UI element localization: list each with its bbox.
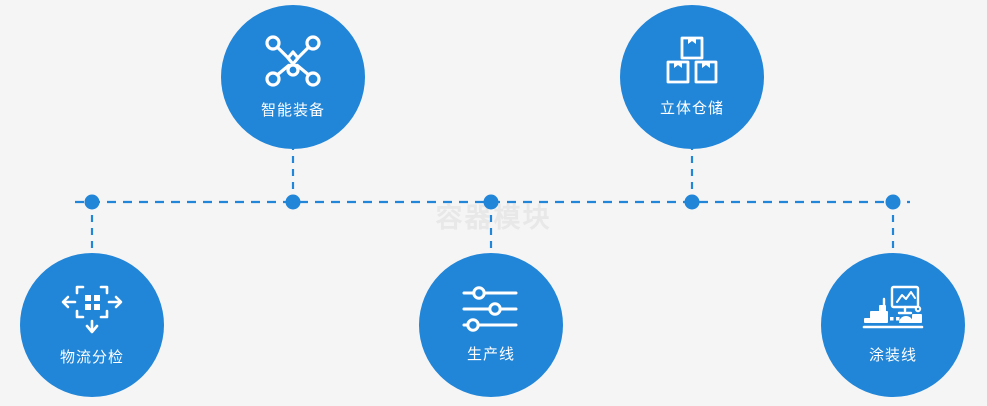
node-smart-equipment[interactable] xyxy=(285,194,301,210)
circle-smart-equipment[interactable]: 智能装备 xyxy=(221,5,365,149)
circle-production-line[interactable]: 生产线 xyxy=(419,253,563,397)
node-production-line[interactable] xyxy=(483,194,499,210)
label-logistics-sorting: 物流分检 xyxy=(59,349,124,366)
network-nodes-icon xyxy=(265,34,321,88)
circle-warehouse-storage[interactable]: 立体仓储 xyxy=(620,5,764,149)
label-warehouse-storage: 立体仓储 xyxy=(659,100,724,117)
label-painting-line: 涂装线 xyxy=(868,347,917,364)
sliders-icon xyxy=(462,286,520,332)
circle-logistics-sorting[interactable]: 物流分检 xyxy=(20,253,164,397)
label-smart-equipment: 智能装备 xyxy=(260,102,325,119)
factory-monitor-icon xyxy=(862,285,924,333)
node-warehouse[interactable] xyxy=(684,194,700,210)
label-production-line: 生产线 xyxy=(466,346,515,363)
stacked-boxes-icon xyxy=(666,36,718,86)
node-painting-line[interactable] xyxy=(885,194,901,210)
node-logistics[interactable] xyxy=(84,194,100,210)
circle-painting-line[interactable]: 涂装线 xyxy=(821,253,965,397)
sorting-arrows-icon xyxy=(61,283,123,335)
